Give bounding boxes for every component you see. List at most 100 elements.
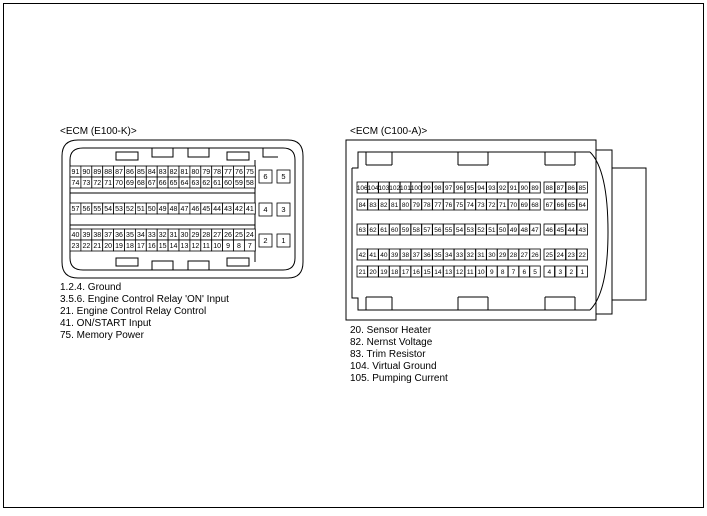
legend-item: 104. Virtual Ground xyxy=(350,361,437,372)
pin-number: 20 xyxy=(369,269,377,276)
pin-cell: 8 xyxy=(233,239,245,252)
pin-number: 87 xyxy=(557,185,565,192)
pin-cell: 24 xyxy=(243,228,256,241)
pin-cell: 64 xyxy=(178,176,191,189)
pin-cell: 26 xyxy=(222,228,234,241)
pin-number: 102 xyxy=(389,185,400,192)
pin-number: 23 xyxy=(568,252,576,259)
pin-number: 33 xyxy=(148,232,156,239)
pin-cell: 75 xyxy=(243,165,256,178)
pin-number: 68 xyxy=(531,202,539,209)
legend-item: 21. Engine Control Relay Control xyxy=(60,306,207,317)
pin-number: 12 xyxy=(191,243,199,250)
pin-cell: 96 xyxy=(453,181,466,194)
pin-cell: 76 xyxy=(442,198,455,211)
pin-number: 101 xyxy=(400,185,411,192)
pin-number: 58 xyxy=(246,180,254,187)
pin-number: 6 xyxy=(263,172,267,181)
pin-number: 42 xyxy=(235,206,243,213)
pin-number: 28 xyxy=(510,252,518,259)
pin-cell: 26 xyxy=(529,248,541,261)
pin-number: 4 xyxy=(263,205,267,214)
pin-number: 15 xyxy=(423,269,431,276)
pin-cell: 90 xyxy=(518,181,530,194)
pin-number: 51 xyxy=(488,227,496,234)
pin-cell: 47 xyxy=(529,223,541,236)
pin-number: 11 xyxy=(203,243,210,250)
pin-cell: 100 xyxy=(410,181,422,194)
pin-number: 24 xyxy=(246,232,254,239)
pin-number: 99 xyxy=(423,185,431,192)
pin-cell: 75 xyxy=(453,198,466,211)
pin-number: 37 xyxy=(104,232,112,239)
pin-number: 3 xyxy=(281,205,285,214)
pin-number: 81 xyxy=(391,202,399,209)
pin-cell: 36 xyxy=(113,228,125,241)
pin-cell: 69 xyxy=(124,176,136,189)
legend-item: 20. Sensor Heater xyxy=(350,325,432,336)
pin-number: 88 xyxy=(104,169,112,176)
pin-cell: 3 xyxy=(554,265,566,278)
pin-number: 3 xyxy=(558,269,562,276)
pin-number: 61 xyxy=(213,180,221,187)
pin-cell: 70 xyxy=(507,198,520,211)
pin-number: 70 xyxy=(115,180,123,187)
connector-e100k-housing xyxy=(61,139,304,279)
pin-number: 48 xyxy=(521,227,529,234)
pin-number: 57 xyxy=(72,206,80,213)
pin-number: 43 xyxy=(579,227,587,234)
pin-cell: 4 xyxy=(258,202,273,217)
pin-number: 67 xyxy=(546,202,554,209)
pin-cell: 1 xyxy=(276,233,291,248)
pin-cell: 16 xyxy=(145,239,158,252)
pin-number: 79 xyxy=(413,202,421,209)
pin-cell: 62 xyxy=(367,223,379,236)
pin-number: 33 xyxy=(456,252,464,259)
pin-cell: 64 xyxy=(576,198,588,211)
pin-cell: 56 xyxy=(80,202,93,215)
legend-c100a: 20. Sensor Heater 82. Nernst Voltage 83.… xyxy=(350,325,448,385)
pin-number: 52 xyxy=(477,227,485,234)
pin-number: 8 xyxy=(501,269,505,276)
pin-number: 27 xyxy=(213,232,221,239)
pin-number: 95 xyxy=(467,185,475,192)
pin-cell: 30 xyxy=(178,228,191,241)
pin-number: 10 xyxy=(477,269,485,276)
pin-cell: 51 xyxy=(134,202,147,215)
pin-number: 1 xyxy=(281,236,285,245)
pin-cell: 56 xyxy=(432,223,444,236)
pin-cell: 88 xyxy=(543,181,555,194)
pin-number: 68 xyxy=(137,180,145,187)
pin-cell: 12 xyxy=(453,265,466,278)
pin-cell: 95 xyxy=(464,181,476,194)
pin-number: 72 xyxy=(93,180,101,187)
pin-cell: 39 xyxy=(388,248,401,261)
pin-cell: 92 xyxy=(496,181,509,194)
pin-number: 7 xyxy=(512,269,516,276)
pin-number: 50 xyxy=(499,227,507,234)
pin-number: 41 xyxy=(246,206,254,213)
pin-cell: 86 xyxy=(124,165,136,178)
pin-cell: 46 xyxy=(189,202,202,215)
pin-cell: 17 xyxy=(134,239,147,252)
legend-item: 75. Memory Power xyxy=(60,330,144,341)
pin-number: 91 xyxy=(510,185,518,192)
pin-number: 88 xyxy=(546,185,554,192)
pin-number: 11 xyxy=(467,269,474,276)
pin-cell: 104 xyxy=(367,181,379,194)
pin-cell: 43 xyxy=(576,223,588,236)
pin-cell: 71 xyxy=(496,198,509,211)
pin-cell: 72 xyxy=(91,176,104,189)
pin-number: 10 xyxy=(213,243,221,250)
pin-cell: 58 xyxy=(243,176,256,189)
pin-number: 92 xyxy=(499,185,507,192)
pin-number: 14 xyxy=(434,269,442,276)
pin-number: 53 xyxy=(467,227,475,234)
pin-cell: 94 xyxy=(475,181,487,194)
pin-cell: 34 xyxy=(134,228,147,241)
pin-cell: 37 xyxy=(102,228,114,241)
pin-number: 100 xyxy=(411,185,422,192)
pin-number: 29 xyxy=(499,252,507,259)
pin-cell: 17 xyxy=(399,265,412,278)
